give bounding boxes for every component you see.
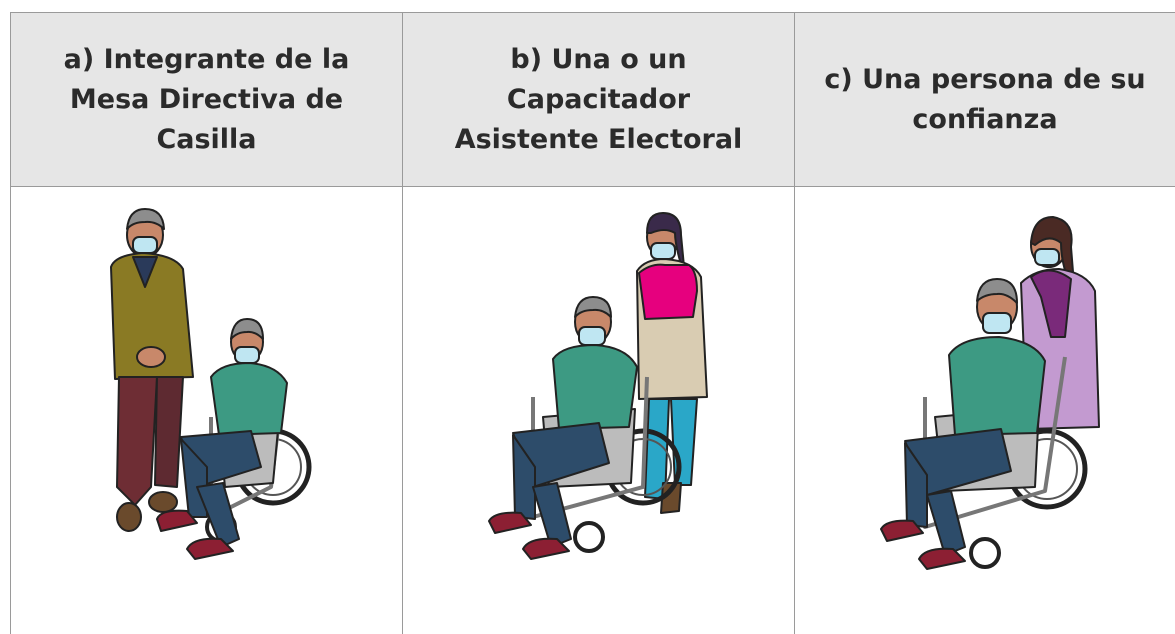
header-text-a: a) Integrante de la Mesa Directiva de Ca… — [63, 43, 350, 155]
electoral-assistant-pushing-wheelchair-icon — [488, 212, 708, 560]
header-cell-c: c) Una persona de su confianza — [795, 13, 1175, 186]
header-divider — [10, 186, 1175, 187]
trusted-person-pushing-wheelchair-icon — [880, 216, 1100, 570]
column-divider-2 — [794, 12, 795, 634]
table-border-top — [10, 12, 1175, 13]
header-text-c: c) Una persona de su confianza — [824, 63, 1146, 135]
table-border-left — [10, 12, 11, 634]
header-cell-a: a) Integrante de la Mesa Directiva de Ca… — [11, 13, 402, 186]
official-man-helping-wheelchair-user-icon — [110, 208, 312, 560]
header-cell-b: b) Una o un Capacitador Asistente Electo… — [403, 13, 794, 186]
image-cell-c — [795, 187, 1175, 634]
header-text-b: b) Una o un Capacitador Asistente Electo… — [454, 43, 743, 155]
image-cell-b — [403, 187, 794, 634]
image-cell-a — [11, 187, 402, 634]
column-divider-1 — [402, 12, 403, 634]
